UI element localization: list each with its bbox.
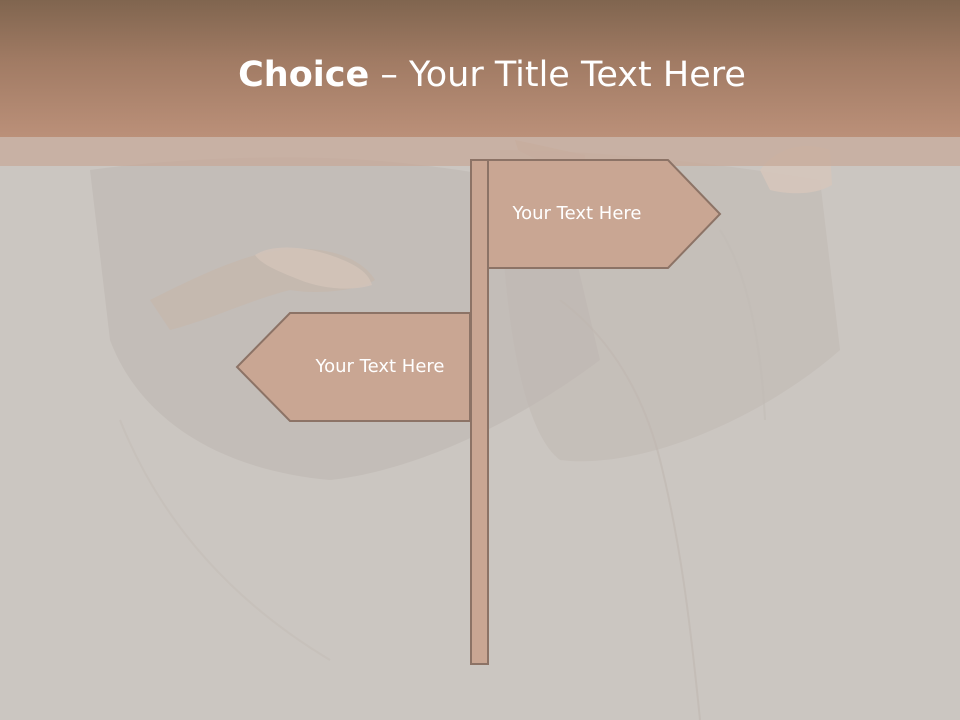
sign-right-label: Your Text Here	[512, 203, 642, 224]
title-rest: – Your Title Text Here	[369, 55, 746, 95]
slide-title: Choice – Your Title Text Here	[0, 50, 960, 100]
title-band	[0, 0, 960, 137]
signpost-pole	[470, 159, 489, 665]
sign-left-label: Your Text Here	[315, 356, 445, 377]
title-bold: Choice	[238, 55, 370, 95]
